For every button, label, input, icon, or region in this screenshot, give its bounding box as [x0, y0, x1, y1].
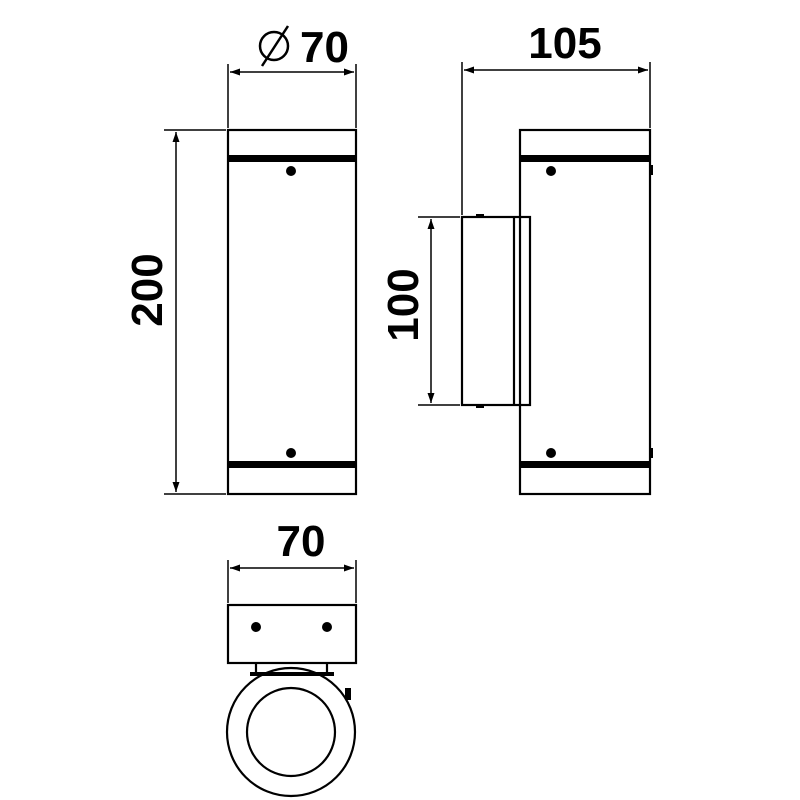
front-view — [226, 128, 358, 496]
bottom-view-outer-ring — [225, 666, 357, 798]
side-view-edge-nub-top — [649, 165, 653, 175]
front-view-top-band — [228, 155, 356, 162]
front-diameter-dimension: 70 — [227, 23, 357, 128]
side-depth-dimension: 105 — [461, 19, 651, 215]
bottom-width-label: 70 — [277, 517, 326, 566]
bottom-view-right-screw — [322, 622, 332, 632]
bottom-view-ring-nub — [345, 688, 351, 700]
mounting-bracket — [460, 215, 532, 407]
side-view-top-screw — [546, 166, 556, 176]
bottom-width-dimension: 70 — [227, 517, 357, 603]
mounting-bracket-tab-bottom — [476, 404, 484, 408]
front-diameter-label: 70 — [300, 23, 349, 72]
front-view-top-screw — [286, 166, 296, 176]
diameter-symbol — [258, 25, 290, 67]
bottom-view — [225, 603, 358, 798]
side-view-bottom-screw — [546, 448, 556, 458]
side-view-edge-nub-bottom — [649, 448, 653, 458]
mounting-bracket-tab-top — [476, 214, 484, 218]
side-depth-label: 105 — [528, 19, 601, 68]
side-view-bottom-band — [520, 461, 650, 468]
bottom-view-mount-plate — [226, 603, 358, 665]
bracket-height-dimension: 100 — [379, 216, 460, 406]
front-view-bottom-screw — [286, 448, 296, 458]
side-view-top-band — [520, 155, 650, 162]
front-view-bottom-band — [228, 461, 356, 468]
bottom-view-inner-ring — [245, 686, 337, 778]
bottom-view-neck-cap — [250, 672, 334, 676]
bottom-view-left-screw — [251, 622, 261, 632]
bracket-height-label: 100 — [379, 268, 428, 341]
side-view-body — [518, 128, 652, 496]
front-view-body — [226, 128, 358, 496]
front-height-label: 200 — [123, 253, 172, 326]
side-view — [460, 128, 653, 496]
front-height-dimension: 200 — [123, 129, 226, 495]
